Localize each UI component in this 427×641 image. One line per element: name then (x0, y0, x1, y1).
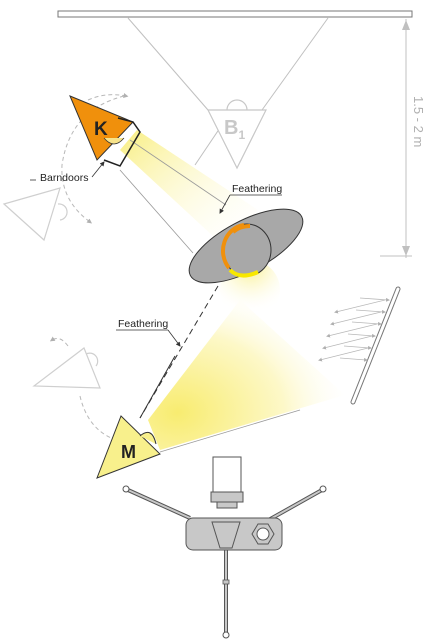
svg-text:B1: B1 (224, 117, 245, 142)
main-light-beam (148, 300, 345, 450)
main-light-axis (139, 285, 219, 419)
backlight-label: B (224, 117, 238, 139)
key-light-label: K (94, 119, 108, 140)
barndoors-pointer (91, 161, 105, 178)
tripod-leg-right-inner (264, 489, 323, 523)
key-light-beam (120, 130, 258, 250)
distance-dimension (380, 19, 412, 258)
key-light: K (69, 95, 141, 167)
feathering-bottom-pointer (167, 329, 181, 347)
distance-label: 1.5 - 2 m (411, 96, 426, 147)
main-light-label: M (121, 442, 136, 462)
camera-prism (211, 521, 241, 549)
main-orbit-arc-lower (79, 395, 119, 442)
main-orbit-arc (49, 336, 69, 347)
reflector (350, 286, 401, 405)
feathering-bottom-label: Feathering (118, 318, 168, 330)
lens-mount (216, 501, 238, 509)
feathering-top-pointer (219, 194, 231, 214)
rim-light-orange-top (231, 224, 251, 234)
key-beam-edge (129, 139, 227, 206)
ghost-light-left (2, 187, 68, 242)
key-orbit-arc (61, 95, 125, 224)
ghost-light-main (32, 347, 101, 389)
ceiling-rail (57, 10, 413, 18)
lens-ring (210, 491, 244, 503)
rim-light-yellow (228, 268, 259, 278)
barndoors-label: Barndoors (40, 172, 88, 184)
camera-tripod (122, 456, 327, 639)
key-orbit-arc-top (87, 93, 129, 101)
main-light: M (96, 415, 161, 479)
lens-barrel (212, 456, 242, 498)
main-beam-edge (159, 409, 301, 453)
backlight-b1: B1 (207, 99, 267, 170)
reflector-rays (318, 297, 390, 362)
key-beam-edge (119, 169, 194, 254)
camera-dial-center (256, 527, 270, 541)
tripod-leg-left-inner (127, 489, 191, 519)
subject (188, 208, 304, 284)
main-light-axis-solid (139, 355, 176, 419)
feathering-top-label: Feathering (232, 183, 282, 195)
backlight-subscript: 1 (238, 128, 245, 142)
barndoor-flaps (103, 117, 141, 167)
